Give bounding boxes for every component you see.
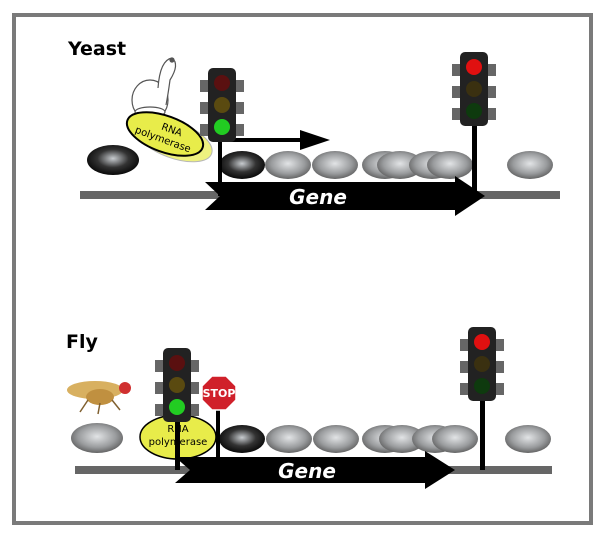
svg-text:STOP: STOP [203, 387, 236, 400]
nucleosome [266, 425, 312, 453]
rna-polymerase: RNA polymerase [125, 111, 213, 163]
fly-icon [67, 381, 131, 415]
traffic-light-pole [480, 400, 485, 470]
organism-label: Yeast [67, 38, 126, 60]
traffic-light-green-icon [200, 68, 244, 142]
gene-arrow [205, 176, 485, 216]
nucleosome [87, 145, 139, 175]
nucleosome [312, 151, 358, 179]
nucleosome [379, 425, 425, 453]
traffic-light-red-icon [452, 52, 496, 126]
stop-sign-icon: STOP [201, 375, 237, 411]
traffic-light-pole [472, 125, 477, 195]
gene-label: Gene [278, 459, 336, 483]
nucleosome [507, 151, 553, 179]
nucleosome [71, 423, 123, 453]
stop-sign-pole [216, 410, 220, 462]
yeast-panel: Yeast RNA polymerase Gene [67, 38, 560, 216]
nucleosome [313, 425, 359, 453]
traffic-light-red-icon [460, 327, 504, 401]
nucleosome [427, 151, 473, 179]
traffic-light-pole [175, 410, 180, 470]
nucleosome [219, 425, 265, 453]
organism-label: Fly [66, 331, 98, 353]
fly-panel: Fly RNA polymerase Gene [66, 327, 552, 489]
gene-arrow [175, 451, 455, 489]
traffic-light-green-icon [155, 348, 199, 422]
nucleosome [219, 151, 265, 179]
gene-label: Gene [289, 185, 347, 209]
nucleosome [377, 151, 423, 179]
nucleosome [432, 425, 478, 453]
nucleosome [265, 151, 311, 179]
nucleosome [505, 425, 551, 453]
